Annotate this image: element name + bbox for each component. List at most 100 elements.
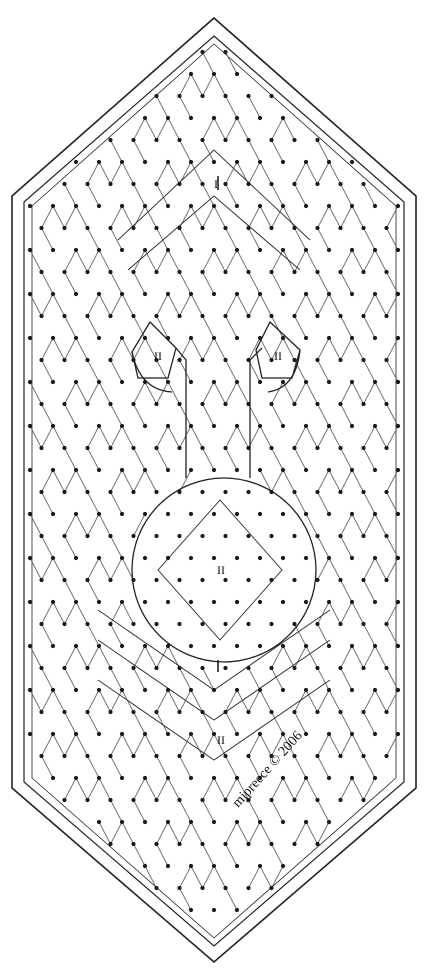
thread-line bbox=[364, 382, 376, 404]
pin-dot bbox=[166, 688, 170, 692]
thread-line bbox=[157, 822, 169, 844]
thread-line bbox=[272, 712, 284, 734]
thread-line bbox=[375, 558, 387, 580]
thread-line bbox=[306, 162, 318, 184]
thread-line bbox=[191, 294, 203, 316]
pin-dot bbox=[97, 776, 101, 780]
thread-line bbox=[226, 228, 238, 250]
thread-line bbox=[306, 690, 318, 712]
thread-line bbox=[260, 866, 272, 888]
pin-dot bbox=[62, 270, 66, 274]
thread-line bbox=[111, 162, 123, 184]
thread-line bbox=[329, 294, 341, 316]
thread-line bbox=[65, 382, 77, 404]
thread-line bbox=[191, 426, 203, 448]
thread-line bbox=[214, 338, 226, 360]
thread-line bbox=[318, 558, 330, 580]
thread-line bbox=[329, 206, 341, 228]
pin-dot bbox=[212, 292, 216, 296]
pin-dot bbox=[212, 512, 216, 516]
thread-line bbox=[226, 294, 238, 316]
thread-line bbox=[134, 206, 146, 228]
thread-line bbox=[329, 162, 341, 184]
thread-line bbox=[88, 316, 100, 338]
thread-line bbox=[364, 316, 376, 338]
thread-line bbox=[134, 844, 146, 866]
thread-line bbox=[283, 206, 295, 228]
pin-dot bbox=[350, 600, 354, 604]
thread-line bbox=[226, 360, 238, 382]
thread-line bbox=[88, 426, 100, 448]
pin-dot bbox=[246, 402, 250, 406]
pin-dot bbox=[246, 226, 250, 230]
thread-line bbox=[42, 668, 54, 690]
thread-line bbox=[111, 602, 123, 624]
pin-dot bbox=[384, 358, 388, 362]
thread-line bbox=[88, 756, 100, 778]
thread-line bbox=[157, 756, 169, 778]
thread-line bbox=[111, 426, 123, 448]
thread-line bbox=[237, 294, 249, 316]
pin-dot bbox=[258, 204, 262, 208]
pin-dot bbox=[166, 336, 170, 340]
thread-line bbox=[157, 382, 169, 404]
thread-line bbox=[76, 250, 88, 272]
pin-dot bbox=[39, 578, 43, 582]
pin-dot bbox=[246, 490, 250, 494]
thread-line bbox=[364, 624, 376, 646]
thread-line bbox=[295, 316, 307, 338]
pin-dot bbox=[131, 402, 135, 406]
pin-dot bbox=[62, 710, 66, 714]
thread-line bbox=[53, 206, 65, 228]
pin-dot bbox=[177, 270, 181, 274]
thread-line bbox=[318, 206, 330, 228]
thread-line bbox=[272, 778, 284, 800]
thread-line bbox=[203, 800, 215, 822]
pin-dot bbox=[223, 798, 227, 802]
thread-line bbox=[191, 866, 203, 888]
thread-line bbox=[203, 448, 215, 470]
pin-dot bbox=[338, 798, 342, 802]
pin-dot bbox=[131, 798, 135, 802]
pin-dot bbox=[304, 336, 308, 340]
thread-line bbox=[364, 646, 376, 668]
thread-line bbox=[88, 492, 100, 514]
pin-dot bbox=[200, 94, 204, 98]
thread-line bbox=[157, 118, 169, 140]
pin-dot bbox=[120, 160, 124, 164]
thread-line bbox=[42, 492, 54, 514]
thread-line bbox=[329, 690, 341, 712]
pin-dot bbox=[350, 776, 354, 780]
pin-dot bbox=[200, 446, 204, 450]
thread-line bbox=[214, 866, 226, 888]
pin-dot bbox=[338, 710, 342, 714]
thread-line bbox=[272, 404, 284, 426]
pin-dot bbox=[177, 402, 181, 406]
pin-dot bbox=[338, 270, 342, 274]
pin-dot bbox=[361, 798, 365, 802]
thread-line bbox=[214, 206, 226, 228]
pin-dot bbox=[258, 292, 262, 296]
pin-dot bbox=[51, 380, 55, 384]
thread-line bbox=[157, 228, 169, 250]
thread-line bbox=[191, 206, 203, 228]
pin-dot bbox=[235, 336, 239, 340]
pin-dot bbox=[62, 358, 66, 362]
thread-line bbox=[318, 140, 330, 162]
pin-dot bbox=[200, 666, 204, 670]
pin-dot bbox=[258, 468, 262, 472]
thread-line bbox=[283, 338, 295, 360]
pin-dot bbox=[200, 50, 204, 54]
pin-dot bbox=[108, 666, 112, 670]
pin-dot bbox=[212, 248, 216, 252]
thread-line bbox=[134, 316, 146, 338]
pin-dot bbox=[396, 248, 400, 252]
thread-line bbox=[42, 272, 54, 294]
pin-dot bbox=[281, 292, 285, 296]
pin-dot bbox=[384, 534, 388, 538]
thread-line bbox=[42, 558, 54, 580]
pin-dot bbox=[189, 556, 193, 560]
pin-dot bbox=[108, 754, 112, 758]
thread-line bbox=[272, 118, 284, 140]
thread-line bbox=[134, 250, 146, 272]
